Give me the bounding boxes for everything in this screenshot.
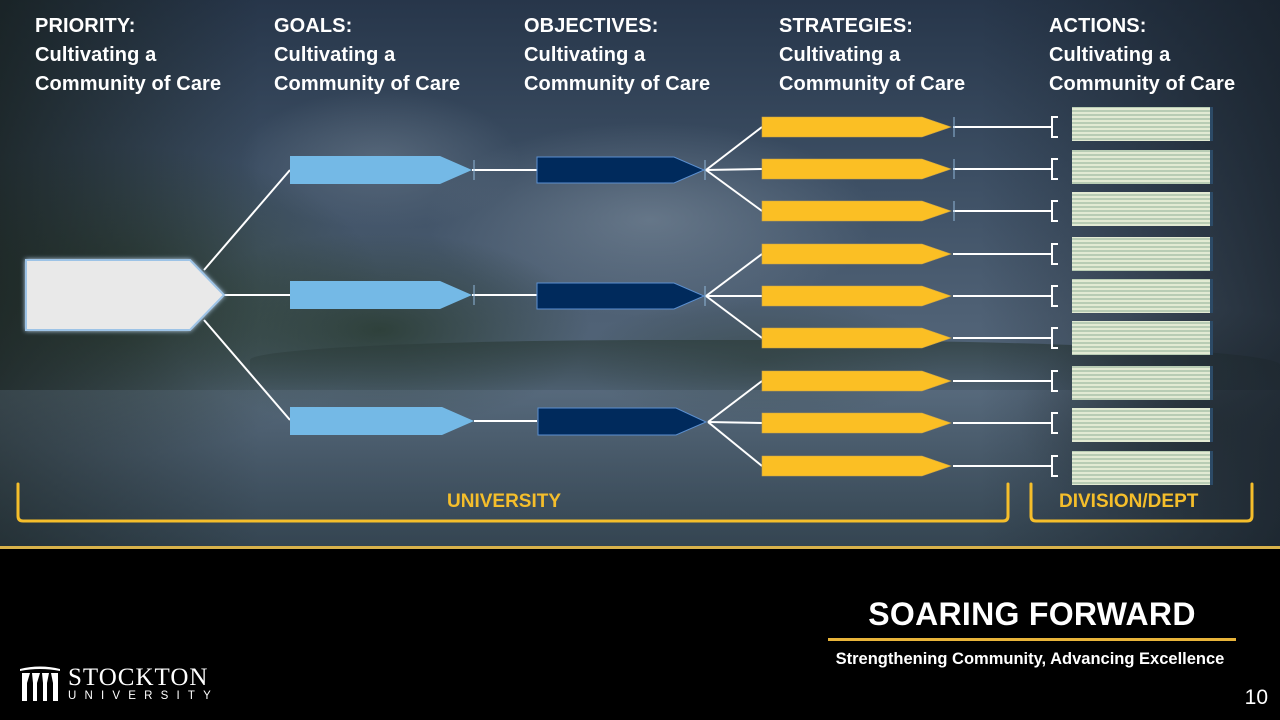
strategy-shape-2[interactable]	[761, 158, 952, 180]
action-box-4[interactable]	[1072, 237, 1212, 271]
objective-shape-3[interactable]	[537, 407, 708, 436]
logo-wordmark: STOCKTON	[68, 663, 209, 691]
heading-line: Cultivating a	[1049, 44, 1171, 66]
heading-line: Cultivating a	[779, 44, 901, 66]
tick-marks	[473, 117, 955, 306]
footer-title-underline	[828, 638, 1236, 641]
hierarchy-diagram	[16, 107, 1254, 523]
heading-title: STRATEGIES:	[779, 15, 914, 37]
heading-title: PRIORITY:	[35, 15, 136, 37]
strategy-shape-1[interactable]	[761, 116, 952, 138]
heading-line: Community of Care	[35, 73, 222, 95]
stockton-logo: STOCKTON UNIVERSITY	[18, 665, 219, 703]
objective-shape-2[interactable]	[536, 282, 706, 310]
action-box-5[interactable]	[1072, 279, 1212, 313]
action-boxes	[1072, 107, 1212, 485]
strategy-shape-8[interactable]	[761, 412, 952, 434]
strategy-shape-7[interactable]	[761, 370, 952, 392]
stockton-tree-icon	[20, 666, 60, 701]
action-box-9[interactable]	[1072, 451, 1212, 485]
gold-divider	[0, 546, 1280, 549]
heading-title: ACTIONS:	[1049, 15, 1147, 37]
priority-shape[interactable]	[25, 259, 226, 331]
strategy-shape-6[interactable]	[761, 327, 952, 349]
heading-priority: PRIORITY: Cultivating a Community of Car…	[35, 12, 221, 99]
action-box-edges	[1210, 107, 1213, 485]
action-box-3[interactable]	[1072, 192, 1212, 226]
footer-subtitle: Strengthening Community, Advancing Excel…	[835, 650, 1225, 668]
university-bracket	[16, 482, 1010, 523]
goal-shape-2[interactable]	[290, 281, 472, 309]
heading-line: Community of Care	[274, 73, 461, 95]
division-bracket	[1029, 482, 1254, 523]
strategy-shape-3[interactable]	[761, 200, 952, 222]
heading-line: Cultivating a	[274, 44, 396, 66]
university-label: UNIVERSITY	[447, 491, 562, 512]
logo-subtitle: UNIVERSITY	[68, 689, 220, 702]
action-box-1[interactable]	[1072, 107, 1212, 141]
strategy-shape-5[interactable]	[761, 285, 952, 307]
action-box-6[interactable]	[1072, 321, 1212, 355]
heading-goals: GOALS: Cultivating a Community of Care	[274, 12, 460, 99]
heading-objectives: OBJECTIVES: Cultivating a Community of C…	[524, 12, 710, 99]
footer-title: SOARING FORWARD	[868, 596, 1196, 632]
goal-shapes	[290, 156, 474, 435]
heading-title: GOALS:	[274, 15, 353, 37]
action-box-2[interactable]	[1072, 150, 1212, 184]
heading-line: Community of Care	[1049, 73, 1236, 95]
objective-shapes	[536, 156, 708, 436]
connector-lines	[203, 126, 1052, 467]
strategy-shape-9[interactable]	[761, 455, 952, 477]
goal-shape-1[interactable]	[290, 156, 472, 184]
objective-shape-1[interactable]	[536, 156, 706, 184]
action-box-8[interactable]	[1072, 408, 1212, 442]
action-brackets	[1051, 116, 1058, 477]
heading-actions: ACTIONS: Cultivating a Community of Care	[1049, 12, 1235, 99]
goal-shape-3[interactable]	[290, 407, 474, 435]
heading-title: OBJECTIVES:	[524, 15, 659, 37]
heading-line: Community of Care	[779, 73, 966, 95]
heading-line: Cultivating a	[35, 44, 157, 66]
page-number: 10	[1244, 686, 1268, 709]
division-dept-label: DIVISION/DEPT	[1059, 491, 1199, 512]
heading-line: Community of Care	[524, 73, 711, 95]
heading-line: Cultivating a	[524, 44, 646, 66]
action-box-7[interactable]	[1072, 366, 1212, 400]
strategy-shape-4[interactable]	[761, 243, 952, 265]
strategy-shapes	[761, 116, 952, 477]
heading-strategies: STRATEGIES: Cultivating a Community of C…	[779, 12, 965, 99]
